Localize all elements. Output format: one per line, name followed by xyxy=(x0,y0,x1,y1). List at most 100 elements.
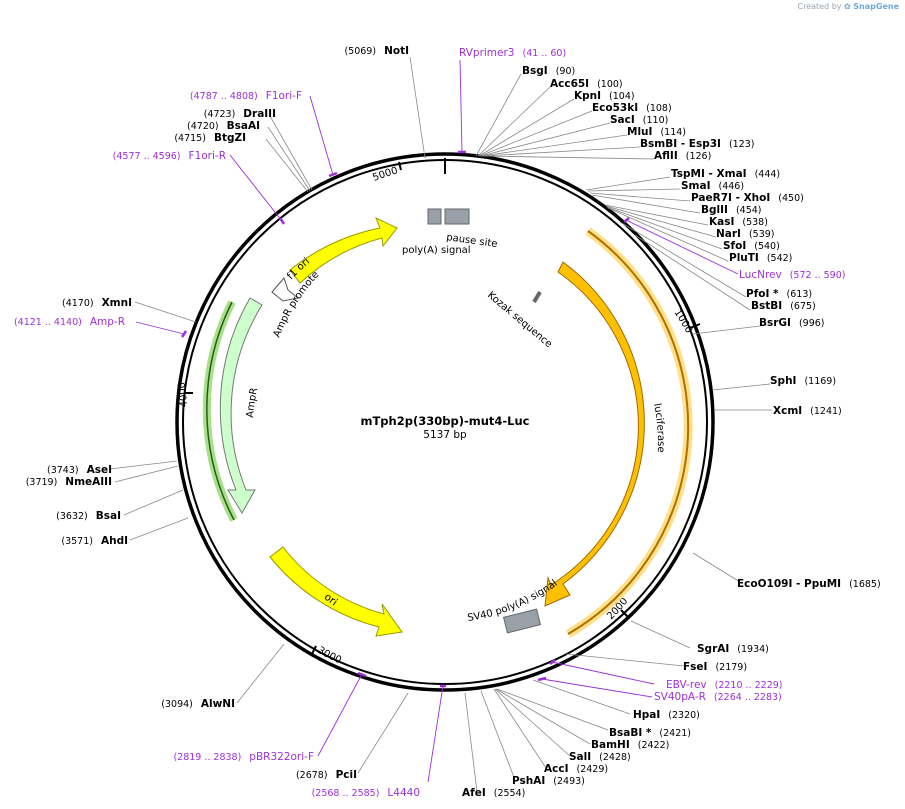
primer-name: F1ori-F xyxy=(266,90,302,102)
primer-name: SV40pA-R xyxy=(654,691,706,703)
enzyme-name: KpnI xyxy=(574,90,601,102)
enzyme-pos: (539) xyxy=(749,229,775,240)
svg-text:Eco53kI(108): Eco53kI (108) xyxy=(592,102,672,114)
primer-range: (41 .. 60) xyxy=(523,48,567,59)
svg-text:(2819 .. 2838)pBR322ori-F: (2819 .. 2838)pBR322ori-F xyxy=(173,751,314,763)
enzyme-name: SacI xyxy=(610,114,635,126)
primer-name: RVprimer3 xyxy=(459,47,515,59)
enzyme-name: PluTI xyxy=(729,252,759,264)
svg-text:PaeR7I - XhoI(450): PaeR7I - XhoI(450) xyxy=(691,192,804,204)
svg-text:(3632)BsaI: (3632)BsaI xyxy=(56,510,121,522)
enzyme-name: TspMI - XmaI xyxy=(671,168,747,180)
ticks xyxy=(184,158,701,655)
enzyme-pos: (4723) xyxy=(204,109,236,120)
tick-4000: 4000 xyxy=(176,381,190,407)
enzyme-pos: (1934) xyxy=(737,644,769,655)
enzyme-name: PshAI xyxy=(512,775,545,787)
enzyme-pos: (996) xyxy=(799,318,825,329)
svg-text:(3094)AlwNI: (3094)AlwNI xyxy=(161,698,235,710)
enzyme-pos: (2678) xyxy=(296,770,328,781)
enzyme-name: Eco53kI xyxy=(592,102,638,114)
enzyme-name: SfoI xyxy=(723,240,746,252)
enzyme-name: AseI xyxy=(87,464,112,476)
enzyme-name: BtgZI xyxy=(214,132,246,144)
enzyme-pos: (3719) xyxy=(26,477,58,488)
enzyme-name: Acc65I xyxy=(550,78,589,90)
svg-text:(4715)BtgZI: (4715) BtgZI xyxy=(174,132,246,144)
svg-text:FseI(2179): FseI(2179) xyxy=(683,661,747,673)
enzyme-name: PfoI * xyxy=(746,288,779,300)
enzyme-name: NmeAIII xyxy=(65,476,112,488)
enzyme-leader-lines xyxy=(109,56,772,793)
enzyme-name: EcoO109I - PpuMI xyxy=(737,578,841,590)
svg-text:HpaI(2320): HpaI(2320) xyxy=(633,709,700,721)
svg-text:BsmBI - Esp3I(123): BsmBI - Esp3I (123) xyxy=(640,138,754,150)
svg-text:KpnI(104): KpnI(104) xyxy=(574,90,635,102)
primer-name: EBV-rev xyxy=(666,679,707,691)
svg-text:SfoI(540): SfoI(540) xyxy=(723,240,780,252)
enzyme-name: BsaI xyxy=(96,510,121,522)
credit-brand: SnapGene xyxy=(853,2,899,11)
enzyme-pos: (675) xyxy=(790,301,816,312)
svg-text:SphI(1169): SphI(1169) xyxy=(770,375,836,387)
svg-text:LucNrev(572 .. 590): LucNrev(572 .. 590) xyxy=(739,269,845,281)
enzyme-name: BsrGI xyxy=(759,317,791,329)
enzyme-name: BsgI xyxy=(522,65,548,77)
svg-text:XcmI(1241): XcmI(1241) xyxy=(773,405,842,417)
svg-text:AfeI(2554): AfeI(2554) xyxy=(462,787,525,799)
enzyme-pos: (4170) xyxy=(62,298,94,309)
credit-prefix: Created by xyxy=(797,2,842,11)
primer-name: F1ori-R xyxy=(189,150,226,162)
enzyme-name: AfeI xyxy=(462,787,486,799)
primer-range: (4121 .. 4140) xyxy=(14,317,82,328)
luciferase-label: luciferase xyxy=(651,402,666,452)
svg-text:EBV-rev(2210 .. 2229): EBV-rev(2210 .. 2229) xyxy=(666,679,783,691)
svg-text:PfoI *(613): PfoI * (613) xyxy=(746,288,812,300)
enzyme-name: SphI xyxy=(770,375,796,387)
svg-text:4000: 4000 xyxy=(176,381,190,407)
feature-ori: ori xyxy=(269,546,403,637)
enzyme-name: AlwNI xyxy=(201,698,235,710)
enzyme-name: XmnI xyxy=(102,297,132,309)
svg-text:BsgI(90): BsgI(90) xyxy=(522,65,575,77)
enzyme-pos: (2493) xyxy=(553,776,585,787)
polya-label: poly(A) signal xyxy=(402,245,471,256)
enzyme-pos: (542) xyxy=(767,253,793,264)
primer-name: LucNrev xyxy=(739,269,782,281)
svg-text:BstBI(675): BstBI(675) xyxy=(751,300,816,312)
plasmid-name: mTph2p(330bp)-mut4-Luc xyxy=(360,414,529,428)
enzyme-name: SmaI xyxy=(681,180,711,192)
enzyme-name: XcmI xyxy=(773,405,802,417)
primer-range: (2819 .. 2838) xyxy=(173,752,241,763)
primer-leader-lines xyxy=(135,59,739,783)
enzyme-pos: (444) xyxy=(755,169,781,180)
feature-ampr: AmpR xyxy=(202,297,263,522)
enzyme-name: NotI xyxy=(384,45,409,57)
svg-text:(2678)PciI: (2678) PciI xyxy=(296,769,357,781)
svg-text:(2568 .. 2585)L4440: (2568 .. 2585)L4440 xyxy=(312,787,420,799)
svg-text:AmpR promoter: AmpR promoter xyxy=(0,0,321,339)
enzyme-pos: (108) xyxy=(646,103,672,114)
enzyme-pos: (446) xyxy=(719,181,745,192)
enzyme-pos: (110) xyxy=(643,115,669,126)
enzyme-pos: (123) xyxy=(729,139,755,150)
svg-text:BsaBI *(2421): BsaBI *(2421) xyxy=(609,727,691,739)
enzyme-name: BsmBI - Esp3I xyxy=(640,138,721,150)
primer-labels: RVprimer3(41 .. 60) LucNrev(572 .. 590) … xyxy=(14,47,846,799)
enzyme-name: HpaI xyxy=(633,709,660,721)
enzyme-pos: (4715) xyxy=(174,133,206,144)
enzyme-name: BsaBI * xyxy=(609,727,652,739)
enzyme-pos: (454) xyxy=(736,205,762,216)
enzyme-pos: (114) xyxy=(660,127,686,138)
ampr-label: AmpR xyxy=(245,387,260,419)
svg-text:(4121 .. 4140)Amp-R: (4121 .. 4140)Amp-R xyxy=(14,316,125,328)
svg-text:(4720)BsaAI: (4720)BsaAI xyxy=(187,120,260,132)
primer-range: (4577 .. 4596) xyxy=(113,151,181,162)
svg-text:(3719)NmeAIII: (3719) NmeAIII xyxy=(26,476,112,488)
enzyme-pos: (4720) xyxy=(187,121,219,132)
enzyme-pos: (1685) xyxy=(849,579,881,590)
enzyme-pos: (2422) xyxy=(638,740,670,751)
enzyme-name: PciI xyxy=(336,769,357,781)
enzyme-pos: (613) xyxy=(787,289,813,300)
svg-text:SmaI(446): SmaI (446) xyxy=(681,180,744,192)
